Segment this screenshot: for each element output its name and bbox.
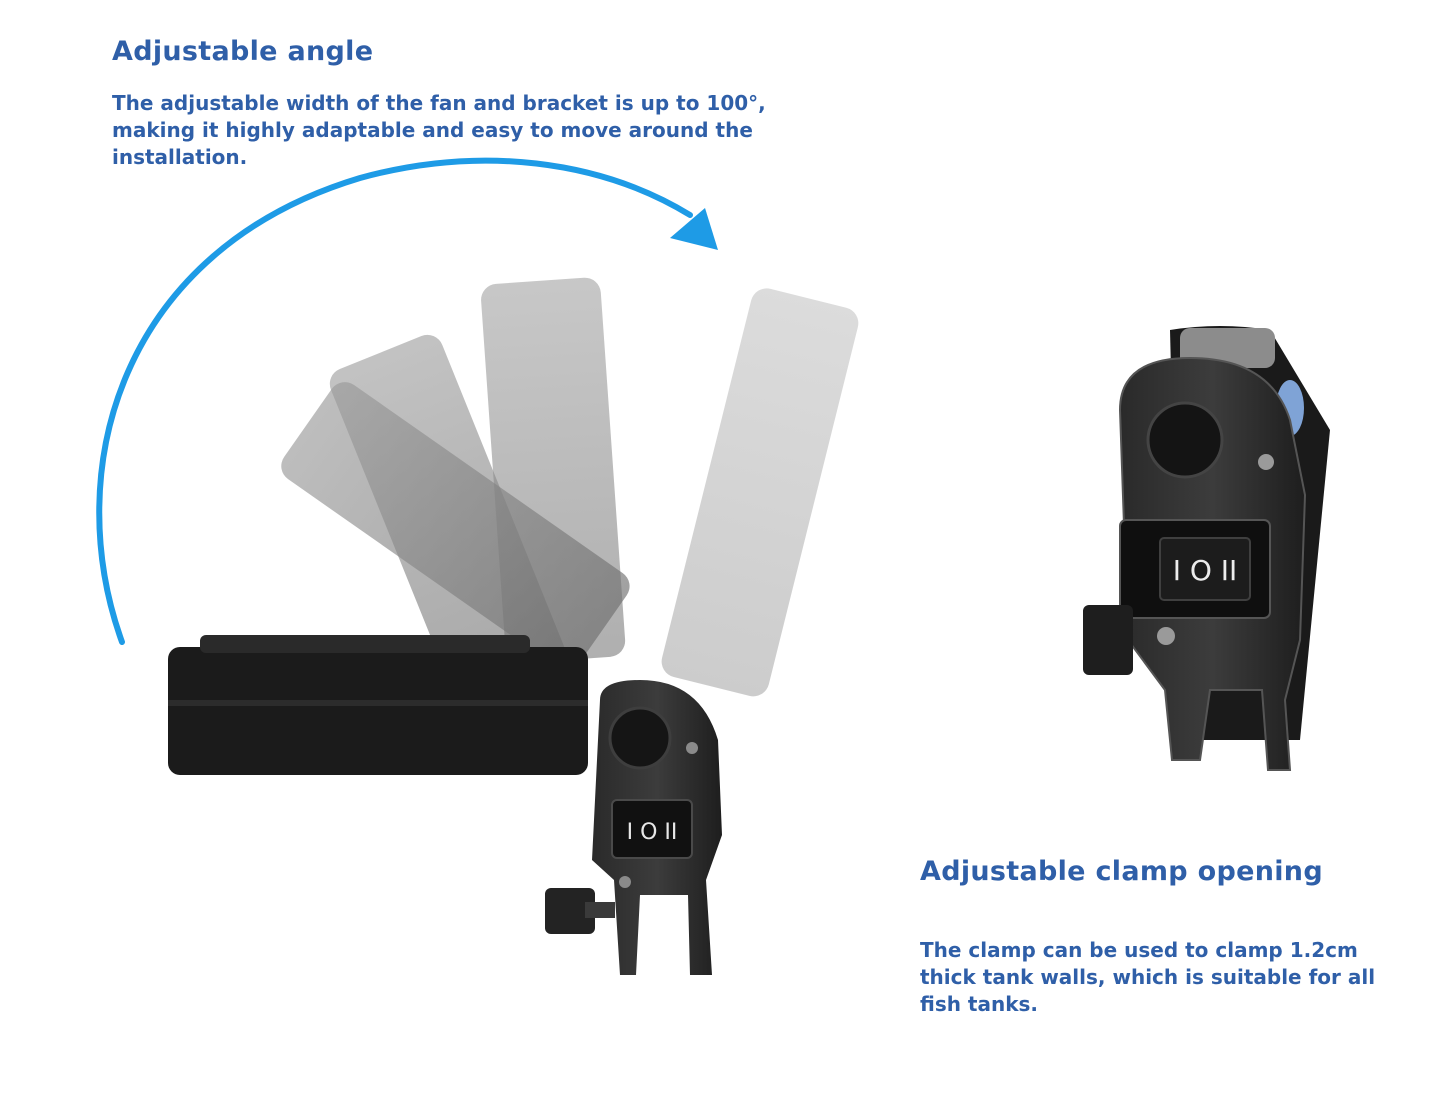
rotation-arrow-icon	[96, 157, 718, 645]
cooling-fan-product: I O II	[168, 635, 722, 975]
adjustable-clamp-description: The clamp can be used to clamp 1.2cm thi…	[920, 938, 1376, 1016]
adjustable-angle-description: The adjustable width of the fan and brac…	[112, 91, 766, 169]
fan-motion-sweep	[281, 277, 859, 704]
rocker-switch-icon: I O II	[1173, 554, 1238, 587]
adjustable-angle-title: Adjustable angle	[112, 36, 374, 67]
adjustable-clamp-title: Adjustable clamp opening	[920, 856, 1323, 887]
clamp-closeup-product: I O II	[1083, 326, 1330, 771]
rocker-switch-icon: I O II	[627, 820, 678, 845]
